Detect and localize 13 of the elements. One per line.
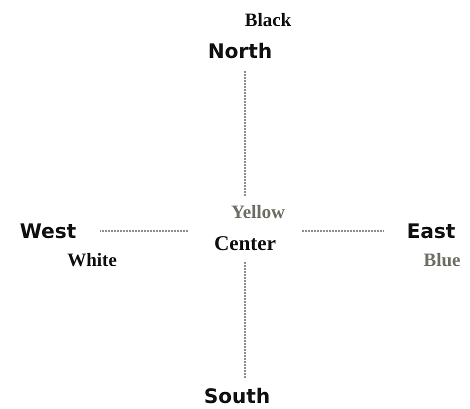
dotted-line [100,230,188,232]
direction-label: North [196,38,284,64]
dotted-line [244,70,246,196]
dotted-line [244,262,246,378]
direction-label: South [192,384,282,408]
dotted-line [302,230,384,232]
color-label: Blue [422,250,462,272]
direction-label: Center [200,230,290,256]
color-label: Black [244,10,292,32]
direction-label: West [8,218,88,244]
color-label: White [66,250,118,272]
direction-label: East [396,218,466,244]
color-label: Yellow [230,202,286,224]
